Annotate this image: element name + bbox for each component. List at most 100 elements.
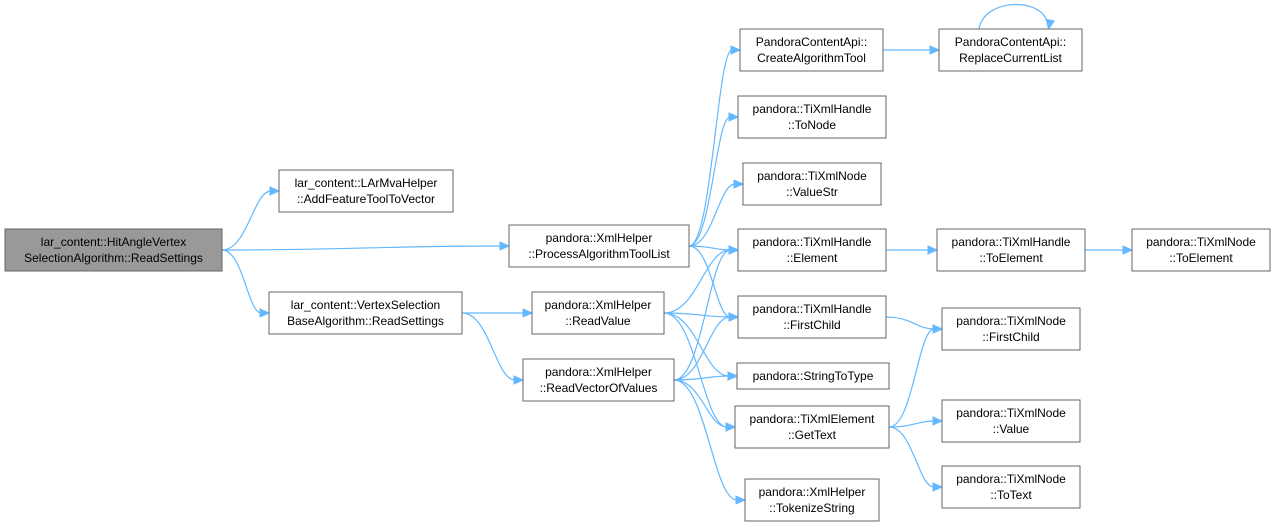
node-box — [522, 358, 675, 402]
node-label: pandora::XmlHelper — [546, 231, 653, 245]
node-label: SelectionAlgorithm::ReadSettings — [24, 251, 203, 265]
edge-handleToElement-to-nodeToElement — [1084, 245, 1134, 255]
node-nodeToElement[interactable]: pandora::TiXmlNode::ToElement — [1131, 228, 1271, 272]
node-label: ::ReadVectorOfValues — [540, 381, 658, 395]
node-label: ReplaceCurrentList — [959, 51, 1062, 65]
edge-root-to-processAlgList — [221, 241, 511, 251]
node-tokenize[interactable]: pandora::XmlHelper::TokenizeString — [744, 478, 880, 522]
node-handleElement[interactable]: pandora::TiXmlHandle::Element — [737, 228, 887, 272]
edge-readVector-to-handleElement — [673, 245, 740, 381]
edge-readVector-to-tokenize — [673, 379, 747, 505]
node-label: PandoraContentApi:: — [955, 35, 1066, 49]
node-label: pandora::XmlHelper — [545, 298, 652, 312]
node-box — [737, 295, 887, 339]
node-box — [737, 228, 887, 272]
node-label: lar_content::VertexSelection — [291, 298, 440, 312]
node-valueStr[interactable]: pandora::TiXmlNode::ValueStr — [742, 162, 882, 206]
node-label: BaseAlgorithm::ReadSettings — [287, 314, 444, 328]
edge-readVector-to-stringToType — [673, 371, 739, 381]
node-createAlgTool[interactable]: PandoraContentApi::CreateAlgorithmTool — [739, 28, 884, 72]
node-label: CreateAlgorithmTool — [757, 51, 866, 65]
node-label: ::GetText — [788, 428, 837, 442]
node-box — [742, 162, 882, 206]
node-box — [508, 224, 690, 268]
node-label: pandora::TiXmlHandle — [753, 102, 872, 116]
node-box — [941, 465, 1081, 509]
node-box — [736, 362, 890, 390]
node-label: pandora::TiXmlHandle — [753, 302, 872, 316]
node-readValue[interactable]: pandora::XmlHelper::ReadValue — [531, 291, 665, 335]
edge-processAlgList-to-valueStr — [688, 179, 745, 247]
node-label: ::ReadValue — [565, 314, 630, 328]
node-label: ::FirstChild — [783, 318, 840, 332]
node-box — [941, 399, 1081, 443]
node-label: pandora::StringToType — [753, 369, 874, 383]
edge-processAlgList-to-createAlgTool — [688, 45, 742, 247]
node-processAlgList[interactable]: pandora::XmlHelper::ProcessAlgorithmTool… — [508, 224, 690, 268]
node-box — [936, 228, 1086, 272]
edge-root-to-addFeature — [221, 186, 281, 251]
edge-replaceList-to-replaceList — [978, 3, 1056, 31]
node-label: pandora::TiXmlNode — [956, 314, 1066, 328]
node-box — [941, 307, 1081, 351]
node-box — [1131, 228, 1271, 272]
node-nodeToText[interactable]: pandora::TiXmlNode::ToText — [941, 465, 1081, 509]
node-label: ::ProcessAlgorithmToolList — [528, 247, 670, 261]
node-label: pandora::TiXmlNode — [956, 472, 1066, 486]
node-label: ::Element — [787, 251, 838, 265]
node-toNode[interactable]: pandora::TiXmlHandle::ToNode — [737, 95, 887, 139]
node-handleToElement[interactable]: pandora::TiXmlHandle::ToElement — [936, 228, 1086, 272]
node-getText[interactable]: pandora::TiXmlElement::GetText — [734, 405, 890, 449]
edge-processAlgList-to-toNode — [688, 112, 740, 247]
node-addFeature[interactable]: lar_content::LArMvaHelper::AddFeatureToo… — [278, 169, 454, 213]
call-edges — [221, 3, 1134, 505]
node-label: pandora::TiXmlHandle — [753, 235, 872, 249]
node-label: lar_content::HitAngleVertex — [41, 235, 186, 249]
edge-vsbReadSettings-to-readVector — [461, 312, 525, 385]
node-label: pandora::TiXmlElement — [750, 412, 876, 426]
node-label: ::ToElement — [1169, 251, 1233, 265]
node-label: PandoraContentApi:: — [756, 35, 867, 49]
node-stringToType[interactable]: pandora::StringToType — [736, 362, 890, 390]
call-nodes: lar_content::HitAngleVertexSelectionAlgo… — [4, 28, 1271, 522]
node-box — [4, 228, 223, 272]
node-box — [938, 28, 1083, 72]
node-box — [739, 28, 884, 72]
node-label: ::TokenizeString — [769, 501, 854, 515]
node-label: pandora::TiXmlHandle — [952, 235, 1071, 249]
node-box — [734, 405, 890, 449]
node-label: ::Value — [993, 422, 1030, 436]
node-vsbReadSettings[interactable]: lar_content::VertexSelectionBaseAlgorith… — [268, 291, 463, 335]
edge-root-to-vsbReadSettings — [221, 249, 271, 318]
edge-readVector-to-getText — [673, 379, 737, 432]
node-handleFirstChild[interactable]: pandora::TiXmlHandle::FirstChild — [737, 295, 887, 339]
edge-getText-to-nodeFirstChild — [888, 324, 944, 428]
node-label: ::ValueStr — [786, 185, 838, 199]
edge-readValue-to-stringToType — [663, 312, 739, 381]
node-label: pandora::TiXmlNode — [956, 406, 1066, 420]
edge-handleElement-to-handleToElement — [885, 245, 939, 255]
node-label: ::AddFeatureToolToVector — [297, 192, 435, 206]
node-root[interactable]: lar_content::HitAngleVertexSelectionAlgo… — [4, 228, 223, 272]
node-nodeValue[interactable]: pandora::TiXmlNode::Value — [941, 399, 1081, 443]
node-replaceList[interactable]: PandoraContentApi::ReplaceCurrentList — [938, 28, 1083, 72]
node-box — [531, 291, 665, 335]
edge-processAlgList-to-handleFirstChild — [688, 245, 740, 322]
node-nodeFirstChild[interactable]: pandora::TiXmlNode::FirstChild — [941, 307, 1081, 351]
node-label: pandora::XmlHelper — [545, 365, 652, 379]
edge-getText-to-nodeValue — [888, 416, 944, 428]
node-readVector[interactable]: pandora::XmlHelper::ReadVectorOfValues — [522, 358, 675, 402]
node-box — [744, 478, 880, 522]
node-box — [278, 169, 454, 213]
node-label: ::ToText — [990, 488, 1032, 502]
node-box — [737, 95, 887, 139]
node-label: ::FirstChild — [982, 330, 1039, 344]
node-label: pandora::TiXmlNode — [757, 169, 867, 183]
node-label: lar_content::LArMvaHelper — [295, 176, 438, 190]
edge-createAlgTool-to-replaceList — [883, 45, 941, 55]
node-label: pandora::TiXmlNode — [1146, 235, 1256, 249]
edge-getText-to-nodeToText — [888, 426, 944, 492]
edge-readVector-to-handleFirstChild — [673, 312, 740, 381]
node-label: ::ToElement — [979, 251, 1043, 265]
